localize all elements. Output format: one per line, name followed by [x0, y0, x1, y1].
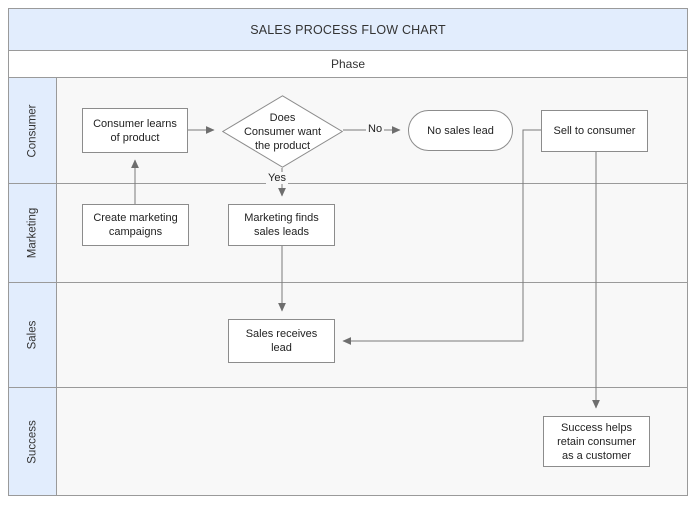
- lane-label-success: Success: [26, 419, 39, 464]
- edge-label-no: No: [366, 123, 385, 135]
- lane-header-sales: Sales: [9, 283, 57, 387]
- page-title: SALES PROCESS FLOW CHART: [250, 22, 446, 37]
- node-sell-to-consumer[interactable]: Sell to consumer: [541, 110, 648, 152]
- lane-header-consumer: Consumer: [9, 78, 57, 183]
- node-marketing-finds-sales-leads[interactable]: Marketing finds sales leads: [228, 204, 335, 246]
- node-no-sales-lead[interactable]: No sales lead: [408, 110, 513, 151]
- lane-sales: Sales: [8, 283, 688, 388]
- lane-label-sales: Sales: [26, 320, 39, 350]
- node-sales-receives-lead[interactable]: Sales receives lead: [228, 319, 335, 363]
- phase-label: Phase: [330, 57, 366, 71]
- lane-header-success: Success: [9, 388, 57, 495]
- node-create-marketing-campaigns[interactable]: Create marketing campaigns: [82, 204, 189, 246]
- phase-header-row: Phase: [8, 51, 688, 78]
- node-does-consumer-want-the-product[interactable]: Does Consumer want the product: [222, 95, 343, 168]
- edge-label-yes: Yes: [266, 172, 288, 184]
- lane-label-consumer: Consumer: [26, 103, 39, 158]
- lane-header-marketing: Marketing: [9, 184, 57, 282]
- node-consumer-learns-of-product[interactable]: Consumer learns of product: [82, 108, 188, 153]
- lane-label-marketing: Marketing: [26, 207, 39, 259]
- node-success-helps-retain-consumer[interactable]: Success helps retain consumer as a custo…: [543, 416, 650, 467]
- chart-title-bar: SALES PROCESS FLOW CHART: [8, 8, 688, 51]
